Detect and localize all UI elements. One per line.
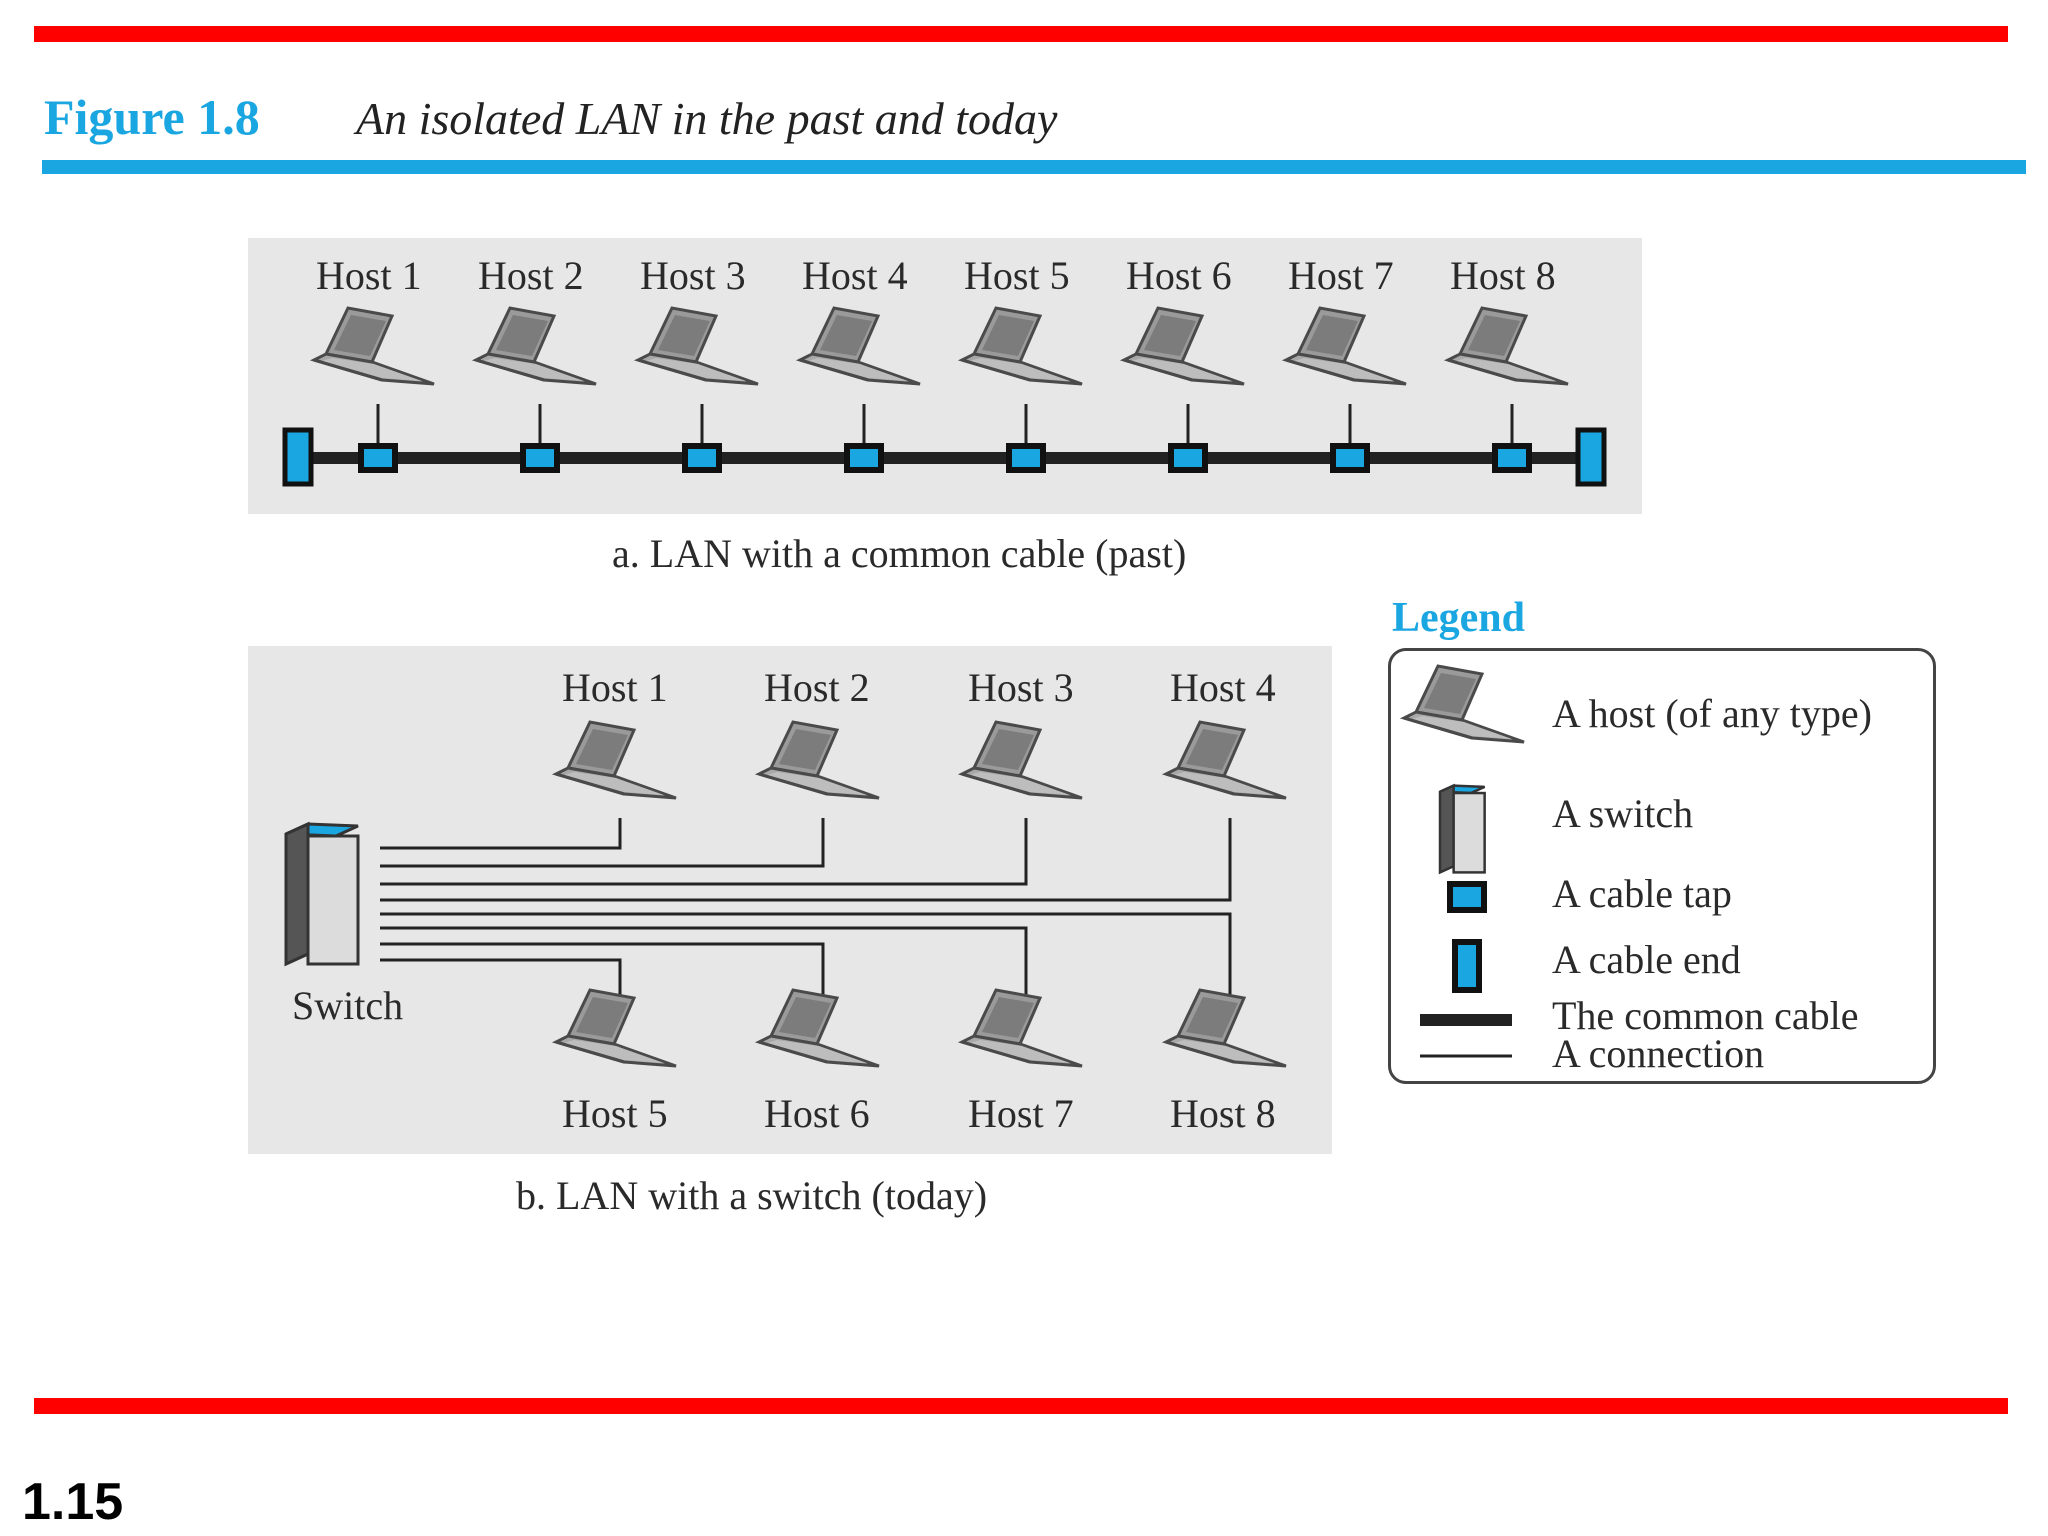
title-blue-rule	[42, 160, 2026, 174]
panel-a-host-label-2: Host 2	[478, 253, 584, 298]
panel-a-host-label-1: Host 1	[316, 253, 422, 298]
panel-b-host-label-5: Host 5	[562, 1091, 668, 1136]
panel-b-host-label-7: Host 7	[968, 1091, 1074, 1136]
panel-b-host-label-8: Host 8	[1170, 1091, 1276, 1136]
panel-b-host-label-4: Host 4	[1170, 665, 1276, 710]
legend-laptop-icon	[1402, 664, 1526, 744]
panel-a-laptop-icon-8	[1446, 306, 1570, 386]
legend-title: Legend	[1392, 595, 1526, 641]
cable-tap-2	[520, 443, 560, 473]
panel-b-host-label-1: Host 1	[562, 665, 668, 710]
panel-b-laptop-icon-1	[554, 720, 678, 800]
cable-tap-1	[358, 443, 398, 473]
panel-a-laptop-icon-3	[636, 306, 760, 386]
panel-b-laptop-icon-2	[757, 720, 881, 800]
cable-tap-7	[1330, 443, 1370, 473]
figure-number: Figure 1.8	[44, 89, 260, 145]
panel-a-laptop-icon-4	[798, 306, 922, 386]
panel-b-caption: b. LAN with a switch (today)	[516, 1173, 988, 1218]
panel-a-host-label-4: Host 4	[802, 253, 908, 298]
top-red-rule	[34, 26, 2008, 42]
legend-cable-tap-label: A cable tap	[1552, 871, 1732, 916]
legend-cable-end-icon	[1452, 939, 1482, 993]
panel-a-bus	[282, 306, 1607, 487]
panel-b-laptop-icon-6	[757, 988, 881, 1068]
legend-common-cable-label: The common cable	[1552, 993, 1859, 1038]
panel-a-laptop-icon-7	[1284, 306, 1408, 386]
panel-a-laptop-icon-1	[312, 306, 436, 386]
legend-symbols	[1402, 664, 1526, 1058]
panel-b-laptop-icon-5	[554, 988, 678, 1068]
panel-b-star	[284, 720, 1288, 1068]
bottom-red-rule	[34, 1398, 2008, 1414]
legend-connection-label: A connection	[1552, 1031, 1765, 1076]
panel-b-laptop-icon-7	[960, 988, 1084, 1068]
figure-title: An isolated LAN in the past and today	[356, 93, 1058, 144]
panel-b-host-label-6: Host 6	[764, 1091, 870, 1136]
legend-switch-label: A switch	[1552, 791, 1694, 836]
slide-number: 1.15	[22, 1473, 124, 1531]
switch-icon	[284, 822, 360, 966]
cable-tap-8	[1492, 443, 1532, 473]
switch-label: Switch	[292, 983, 404, 1028]
cable-tap-4	[844, 443, 884, 473]
cable-tap-3	[682, 443, 722, 473]
panel-a-laptop-icon-2	[474, 306, 598, 386]
panel-b-host-label-2: Host 2	[764, 665, 870, 710]
legend-switch-icon	[1438, 783, 1486, 875]
panel-a-host-label-3: Host 3	[640, 253, 746, 298]
panel-a-background	[248, 238, 1642, 514]
panel-a-host-label-8: Host 8	[1450, 253, 1556, 298]
panel-a-caption: a. LAN with a common cable (past)	[612, 531, 1187, 576]
panel-a-host-label-5: Host 5	[964, 253, 1070, 298]
panel-a-laptop-icon-5	[960, 306, 1084, 386]
panel-b-laptop-icon-8	[1164, 988, 1288, 1068]
panel-b-laptop-icon-4	[1164, 720, 1288, 800]
panel-a-host-label-7: Host 7	[1288, 253, 1394, 298]
legend-cable-tap-icon	[1447, 881, 1487, 913]
legend-host-label: A host (of any type)	[1552, 691, 1872, 736]
cable-end-right	[1575, 427, 1607, 487]
panel-b-laptop-icon-3	[960, 720, 1084, 800]
cable-end-left	[282, 427, 314, 487]
panel-b-host-label-3: Host 3	[968, 665, 1074, 710]
cable-tap-6	[1168, 443, 1208, 473]
panel-a-host-label-6: Host 6	[1126, 253, 1232, 298]
panel-a-laptop-icon-6	[1122, 306, 1246, 386]
cable-tap-5	[1006, 443, 1046, 473]
legend-cable-end-label: A cable end	[1552, 937, 1741, 982]
